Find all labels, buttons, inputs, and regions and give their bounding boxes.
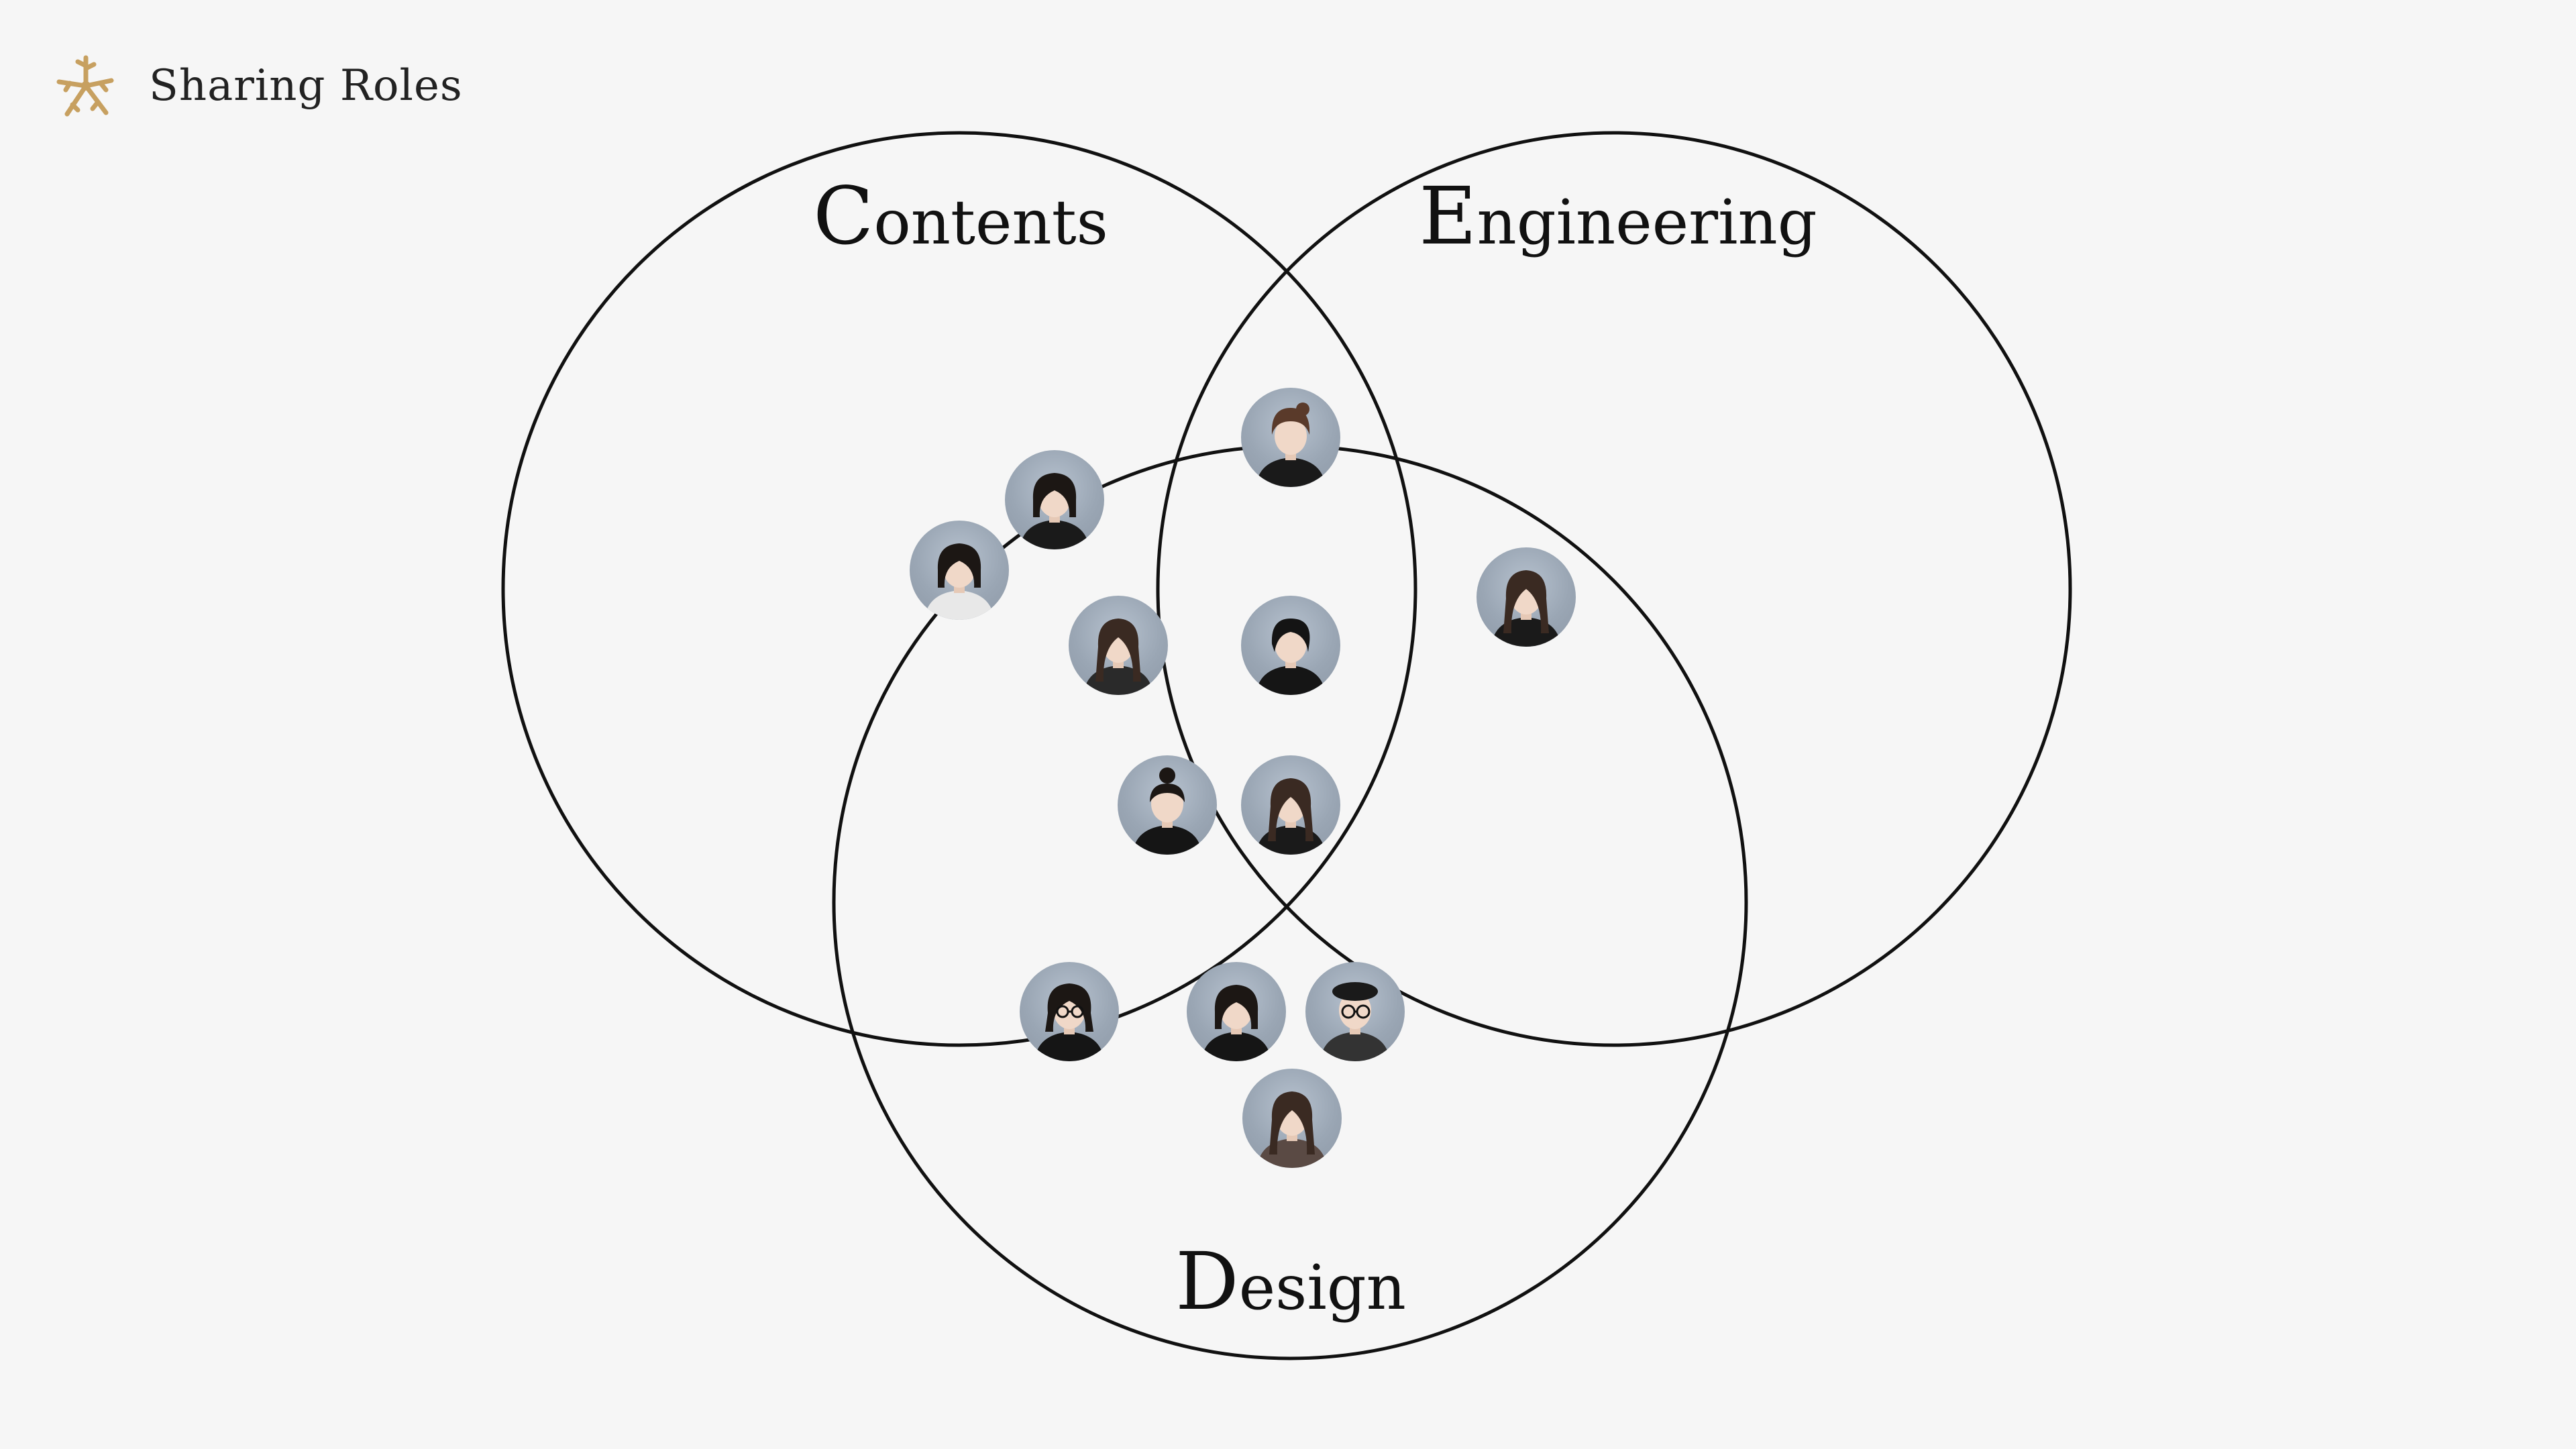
person-icon: [924, 543, 994, 620]
member-avatar: [910, 521, 1009, 620]
person-icon: [1132, 767, 1202, 855]
person-icon: [1257, 1091, 1327, 1168]
member-avatar: [1477, 547, 1576, 647]
member-avatar: [1020, 962, 1119, 1061]
page-title: Sharing Roles: [149, 61, 463, 111]
member-avatar: [1305, 962, 1405, 1061]
member-avatar: [1241, 388, 1340, 487]
label-contents: Contents: [813, 170, 1108, 262]
member-avatar: [1241, 596, 1340, 695]
person-icon: [1256, 778, 1326, 855]
person-icon: [1201, 985, 1271, 1061]
person-icon: [1083, 619, 1153, 695]
label-design: Design: [1175, 1235, 1406, 1328]
member-avatar: [1118, 755, 1217, 855]
contents-circle: [501, 131, 1417, 1047]
person-icon: [1256, 619, 1326, 695]
member-avatar: [1187, 962, 1286, 1061]
asterisk-sprout-icon: [56, 55, 114, 117]
person-icon: [1034, 983, 1104, 1061]
member-avatar: [1241, 755, 1340, 855]
label-engineering: Engineering: [1419, 170, 1817, 262]
member-avatar: [1069, 596, 1168, 695]
person-icon: [1491, 570, 1561, 647]
person-icon: [1320, 982, 1390, 1061]
person-icon: [1020, 473, 1089, 549]
member-avatar: [1242, 1069, 1342, 1168]
member-avatar: [1005, 450, 1104, 549]
person-icon: [1256, 402, 1326, 487]
header: Sharing Roles: [52, 52, 463, 119]
engineering-circle: [1156, 131, 2072, 1047]
